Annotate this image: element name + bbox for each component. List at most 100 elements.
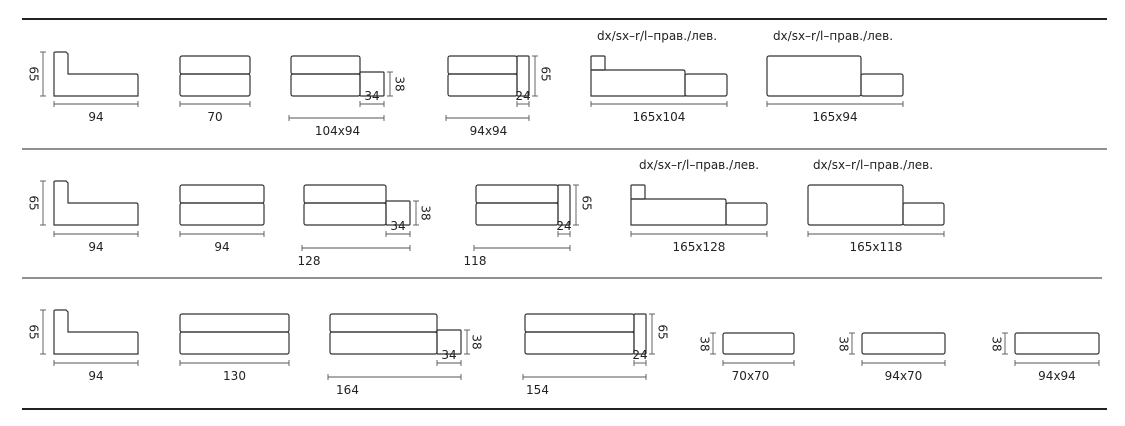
- width-dimension: [861, 360, 946, 366]
- module-pouf: 38 94x94: [990, 332, 1100, 383]
- module-pouf: 38 70x70: [698, 332, 795, 383]
- width-dimension: [630, 231, 768, 237]
- width-label: 70: [207, 110, 222, 124]
- arm-height-dimension: [532, 55, 538, 97]
- module-sofa: 130: [179, 313, 290, 383]
- width-label: 94: [88, 110, 103, 124]
- corner-extension: [860, 73, 904, 97]
- overall-width-label: 128: [298, 254, 321, 268]
- side-pouf: [385, 200, 411, 226]
- seat-cushion: [179, 73, 251, 97]
- arm-width-dimension: [516, 101, 530, 107]
- backrest-cushion: [303, 184, 387, 204]
- width-label: 94x70: [885, 369, 923, 383]
- module-sofa: 94: [179, 184, 265, 254]
- side-pouf: [359, 71, 385, 97]
- chaise-outline: [53, 309, 139, 355]
- width-dimension: [179, 101, 251, 107]
- backrest-cushion: [447, 55, 518, 75]
- width-dimension: [53, 360, 139, 366]
- width-dimension: [766, 101, 904, 107]
- width-dimension: [590, 101, 728, 107]
- module-corner-flat: dx/sx–r/l–прав./лев.165x94: [766, 29, 904, 124]
- pouf-outline: [1014, 332, 1100, 355]
- width-label: 130: [223, 369, 246, 383]
- module-sofa-pouf: 38 34 164: [327, 313, 484, 397]
- width-label: 165x118: [850, 240, 903, 254]
- width-label: 94: [88, 240, 103, 254]
- arm-height-dimension: [573, 184, 579, 226]
- width-dimension: [179, 231, 265, 237]
- arm-height-dimension: [649, 313, 655, 355]
- pouf-width-label: 34: [364, 89, 379, 103]
- pouf-height-dimension: [387, 71, 393, 97]
- module-sofa: 70: [179, 55, 251, 124]
- seat-cushion: [179, 331, 290, 355]
- seat-cushion: [290, 73, 361, 97]
- width-dimension: [807, 231, 945, 237]
- corner-seat: [807, 184, 904, 226]
- seat-cushion: [329, 331, 438, 355]
- arm-width-dimension: [633, 360, 647, 366]
- module-corner-tall: dx/sx–r/l–прав./лев.165x104: [590, 29, 728, 124]
- corner-seat: [630, 198, 727, 226]
- arm-height-label: 65: [580, 195, 594, 210]
- width-dimension: [53, 101, 139, 107]
- overall-width-dimension: [445, 115, 530, 121]
- armrest: [557, 184, 571, 226]
- backrest-cushion: [179, 313, 290, 333]
- width-dimension: [1014, 360, 1100, 366]
- arm-width-label: 24: [632, 348, 647, 362]
- backrest-cushion: [179, 55, 251, 75]
- height-dimension: [849, 332, 855, 355]
- height-label: 38: [698, 336, 712, 351]
- pouf-height-label: 38: [470, 334, 484, 349]
- overall-width-dimension: [522, 374, 647, 380]
- arm-width-label: 24: [556, 219, 571, 233]
- seat-cushion: [475, 202, 559, 226]
- armrest: [633, 313, 647, 355]
- module-caption: dx/sx–r/l–прав./лев.: [639, 158, 759, 172]
- pouf-height-dimension: [464, 329, 470, 355]
- pouf-width-label: 34: [441, 348, 456, 362]
- width-label: 70x70: [732, 369, 770, 383]
- width-label: 94x94: [1038, 369, 1076, 383]
- corner-extension: [725, 202, 768, 226]
- seat-cushion: [524, 331, 635, 355]
- height-label: 38: [837, 336, 851, 351]
- width-dimension: [53, 231, 139, 237]
- module-corner-flat: dx/sx–r/l–прав./лев.165x118: [807, 158, 945, 254]
- overall-width-label: 164: [336, 383, 359, 397]
- width-dimension: [722, 360, 795, 366]
- corner-seat: [590, 69, 686, 97]
- chaise-outline: [53, 51, 139, 97]
- backrest-cushion: [290, 55, 361, 75]
- width-label: 94: [214, 240, 229, 254]
- corner-extension: [684, 73, 728, 97]
- arm-height-label: 65: [656, 324, 670, 339]
- pouf-height-label: 38: [419, 205, 433, 220]
- height-dimension: [40, 309, 46, 355]
- backrest-cushion: [475, 184, 559, 204]
- height-label: 38: [990, 336, 1004, 351]
- arm-width-label: 24: [515, 89, 530, 103]
- side-pouf: [436, 329, 462, 355]
- pouf-width-dimension: [359, 101, 385, 107]
- module-corner-tall: dx/sx–r/l–прав./лев.165x128: [630, 158, 768, 254]
- width-label: 94: [88, 369, 103, 383]
- corner-back-block: [590, 55, 606, 71]
- width-label: 165x94: [812, 110, 857, 124]
- arm-width-dimension: [557, 231, 571, 237]
